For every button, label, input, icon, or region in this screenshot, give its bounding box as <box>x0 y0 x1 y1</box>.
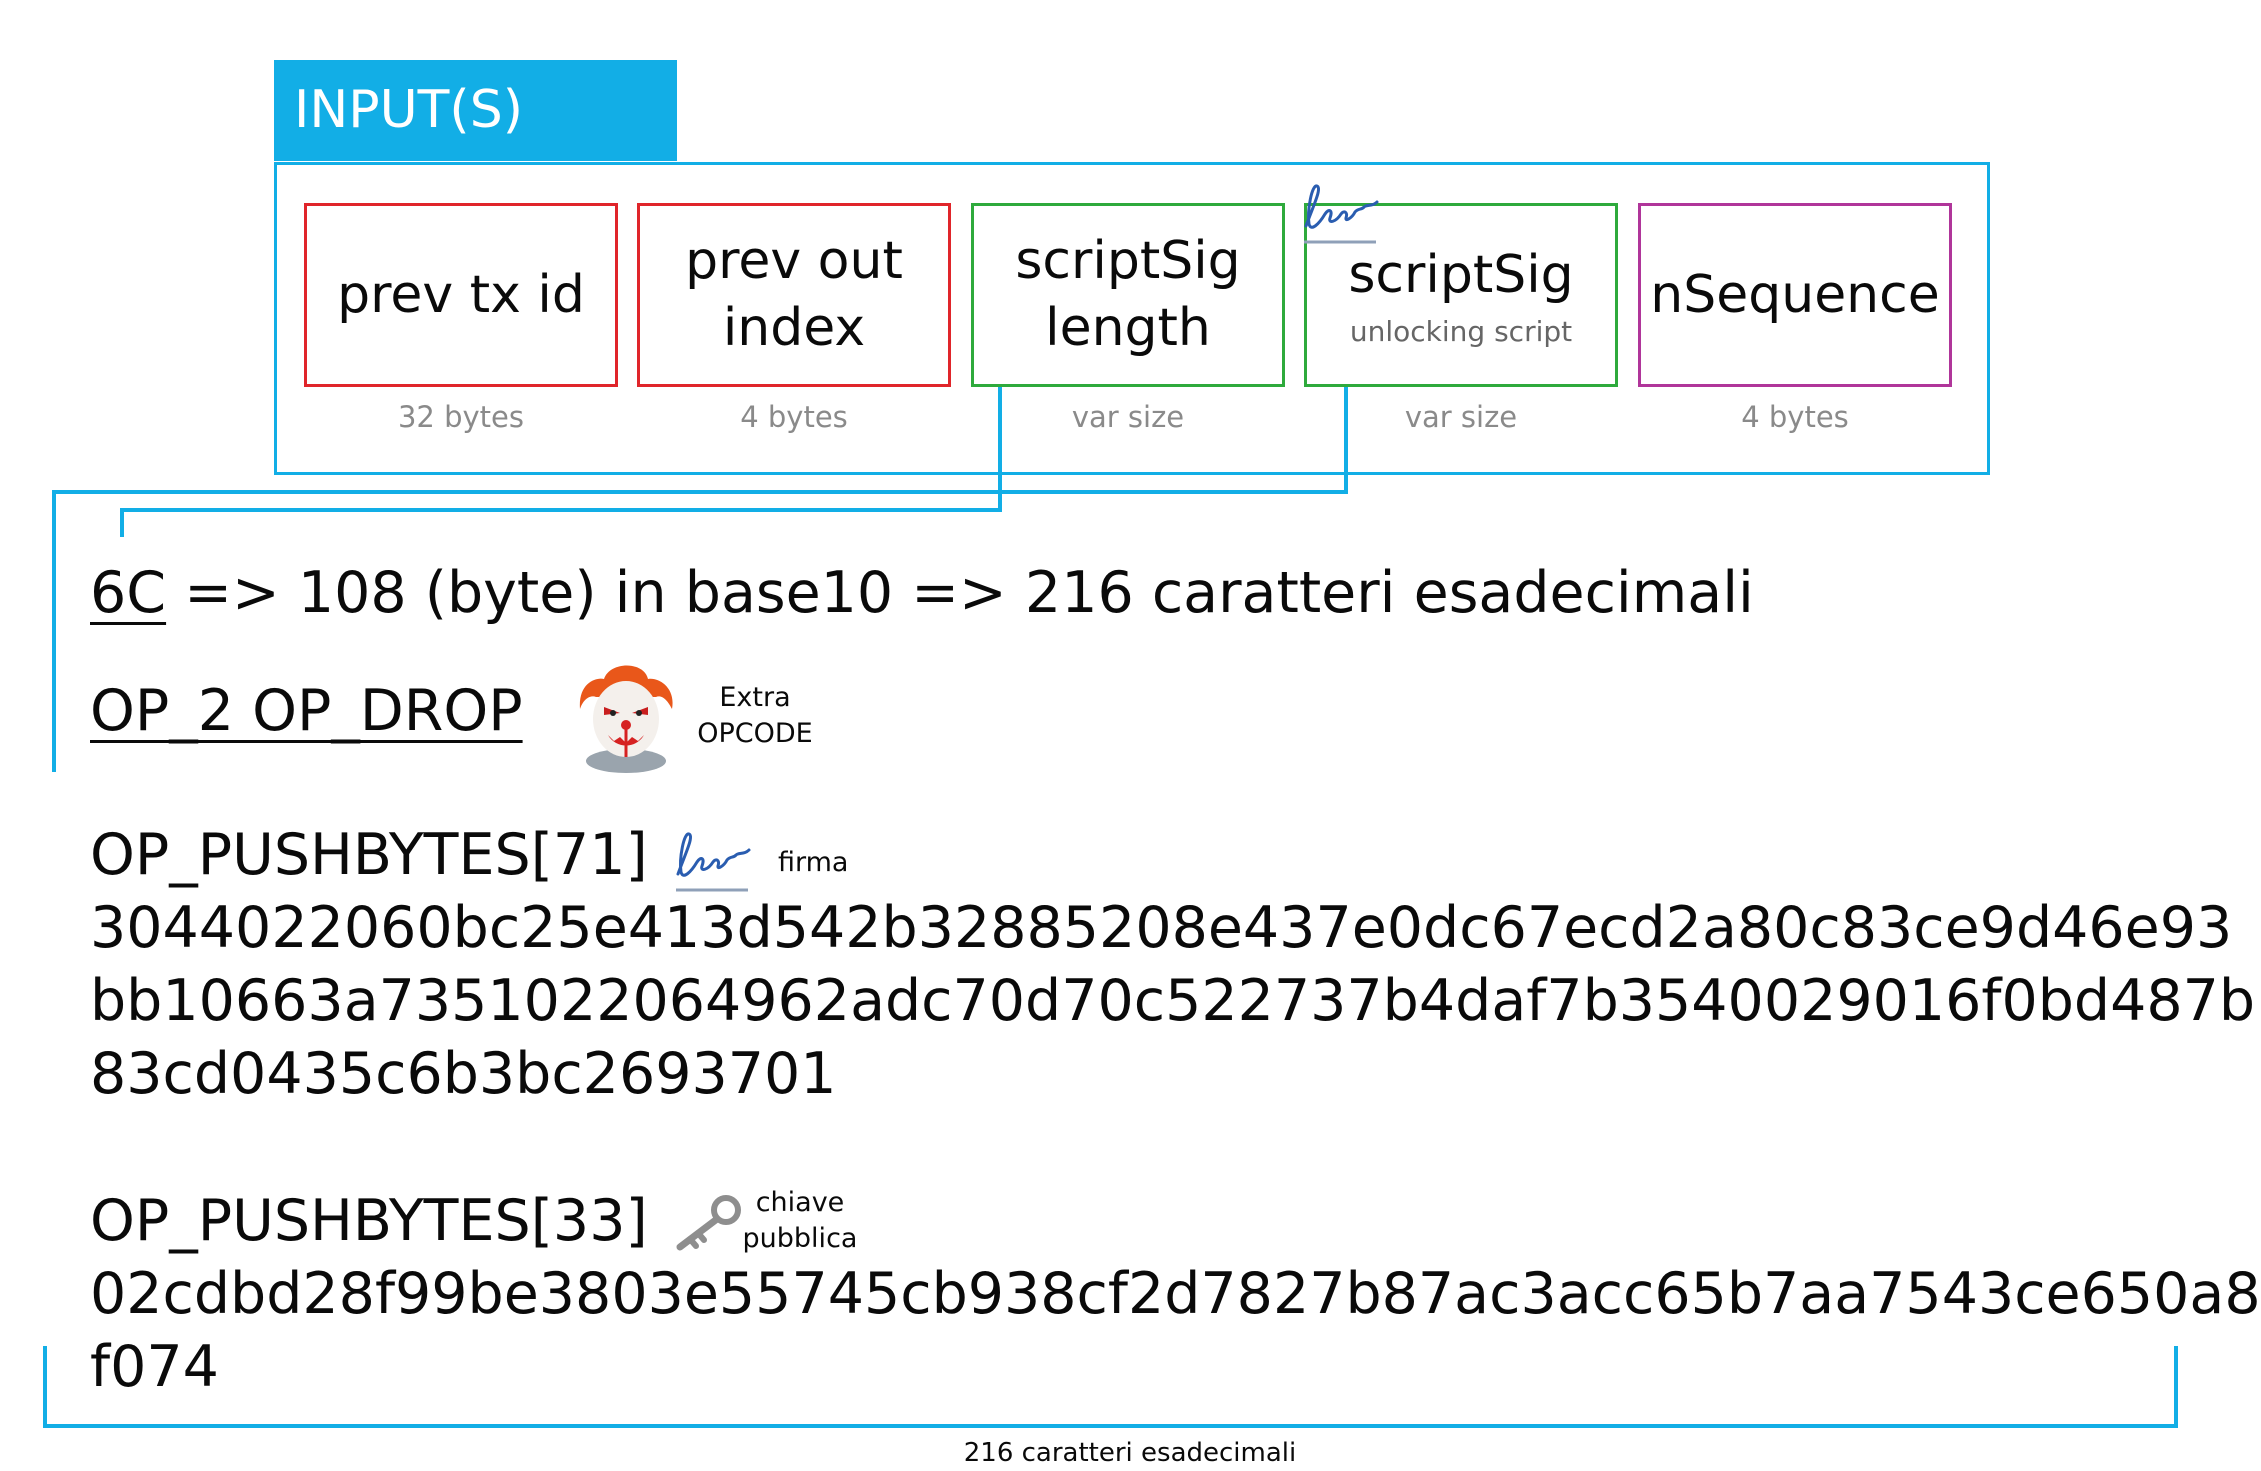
field-scriptsig-length: scriptSig length <box>971 203 1285 387</box>
field-name: scriptSig <box>1348 245 1574 306</box>
scriptsig-length-connector <box>120 387 1002 537</box>
signature-note: firma <box>778 847 849 878</box>
extra-opcode: OP_2 OP_DROP <box>90 678 523 744</box>
signature-hex-line: 83cd0435c6b3bc2693701 <box>90 1041 837 1107</box>
pubkey-hex-line: 02cdbd28f99be3803e55745cb938cf2d7827b87a… <box>90 1261 2261 1327</box>
field-nsequence: nSequence <box>1638 203 1952 387</box>
field-scriptsig: scriptSig unlocking script <box>1304 203 1618 387</box>
field-name: prev out index <box>685 231 903 358</box>
extra-opcode-note: Extra OPCODE <box>697 682 813 750</box>
field-name: nSequence <box>1650 264 1940 325</box>
pubkey-note: chiave pubblica <box>742 1187 858 1255</box>
field-name: prev tx id <box>337 264 585 325</box>
field-size: 4 bytes <box>1741 400 1849 434</box>
field-prev-out-index: prev out index <box>637 203 951 387</box>
length-explanation: => 108 (byte) in base10 => 216 caratteri… <box>184 560 1754 626</box>
length-line: 6C => 108 (byte) in base10 => 216 caratt… <box>90 560 1754 626</box>
field-size: var size <box>1071 400 1185 434</box>
input-header-title: INPUT(S) <box>294 80 523 140</box>
connector-lines <box>43 387 2178 1428</box>
extra-opcode-line: OP_2 OP_DROP <box>90 678 523 744</box>
clown-icon <box>579 665 673 773</box>
scriptsig-connector <box>52 387 1348 772</box>
pubkey-op: OP_PUSHBYTES[33] <box>90 1188 648 1254</box>
input-header-tab: INPUT(S) <box>274 60 677 161</box>
field-name: scriptSig length <box>1015 231 1241 358</box>
signature-hex-line: 3044022060bc25e413d542b32885208e437e0dc6… <box>90 895 2233 961</box>
total-length-bracket <box>43 1346 2178 1428</box>
total-length-note: 216 caratteri esadecimali <box>963 1438 1297 1468</box>
field-size: 4 bytes <box>740 400 848 434</box>
length-hex: 6C <box>90 560 167 626</box>
input-frame <box>274 162 1990 475</box>
field-size: var size <box>1404 400 1518 434</box>
field-prev-tx-id: prev tx id <box>304 203 618 387</box>
signature-icon <box>1304 184 1379 244</box>
signature-hex-line: bb10663a7351022064962adc70d70c522737b4da… <box>90 968 2256 1034</box>
signature-op: OP_PUSHBYTES[71] <box>90 822 648 888</box>
field-subtitle: unlocking script <box>1349 314 1573 348</box>
signature-icon <box>676 832 751 892</box>
field-size: 32 bytes <box>397 400 524 434</box>
pubkey-hex-line: f074 <box>90 1334 219 1400</box>
key-icon <box>676 1195 741 1251</box>
